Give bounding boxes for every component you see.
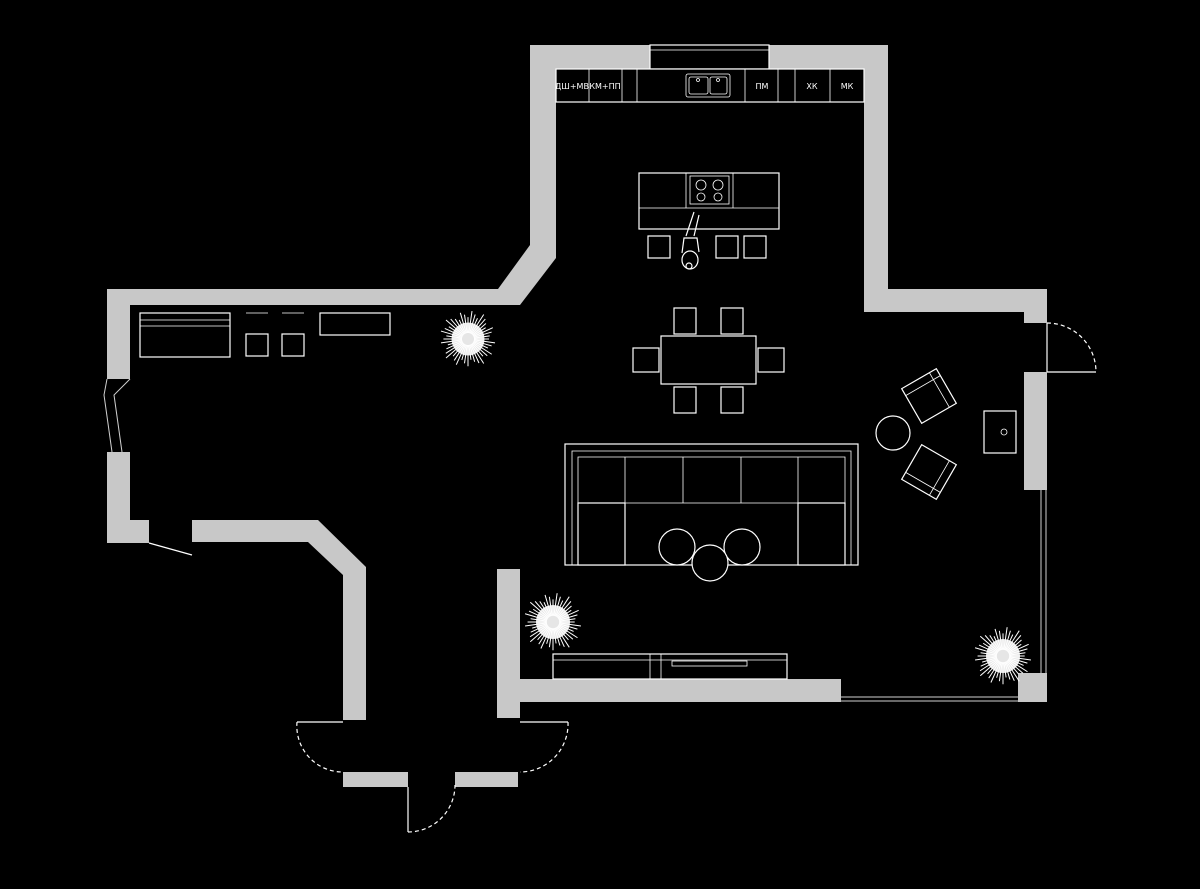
bar-stools — [647, 235, 767, 259]
kitchen-island — [638, 172, 780, 230]
wall-kitchen-top — [107, 45, 650, 305]
label-freezer: МК — [841, 82, 854, 91]
side-table — [875, 415, 911, 451]
kitchen-counter: ДШ+МВ КМ+ПП ПМ ХК МК — [555, 68, 865, 103]
wall-entry-left — [343, 772, 408, 787]
glazing — [103, 378, 1047, 702]
label-fridge: ХК — [806, 82, 817, 91]
stool — [245, 333, 269, 357]
walls — [107, 45, 1047, 787]
label-coffee-machine: КМ+ПП — [589, 82, 620, 91]
label-dishwasher-microwave: ДШ+МВ — [555, 82, 589, 91]
desk — [319, 312, 391, 336]
sink-icon — [685, 73, 731, 98]
cooktop-icon — [689, 175, 730, 205]
doors — [148, 322, 1097, 833]
wall-kitchen-top-right — [769, 45, 1047, 323]
armchair — [900, 443, 958, 501]
fireplace — [983, 410, 1017, 454]
left-wing-furniture — [139, 312, 391, 358]
armchair — [900, 367, 958, 425]
wall-right-corner — [1018, 673, 1047, 702]
coffee-tables — [658, 528, 761, 582]
plant-icon — [524, 593, 581, 651]
wall-corridor-left — [192, 520, 366, 720]
dining-set — [632, 307, 785, 414]
dining-table — [660, 335, 757, 385]
wall-right — [1024, 372, 1047, 490]
plant-icon — [440, 311, 496, 367]
label-washer: ПМ — [756, 82, 769, 91]
person-icon — [681, 211, 700, 270]
wall-entry-right — [455, 772, 518, 787]
wall-left-stub — [107, 520, 149, 543]
plant-icon — [974, 627, 1031, 685]
plants — [440, 311, 1031, 685]
wall-living-bottom — [497, 679, 841, 702]
window-kitchen — [649, 44, 770, 70]
tv-console — [552, 653, 788, 680]
wall-left-upper — [107, 289, 130, 379]
stool — [281, 333, 305, 357]
